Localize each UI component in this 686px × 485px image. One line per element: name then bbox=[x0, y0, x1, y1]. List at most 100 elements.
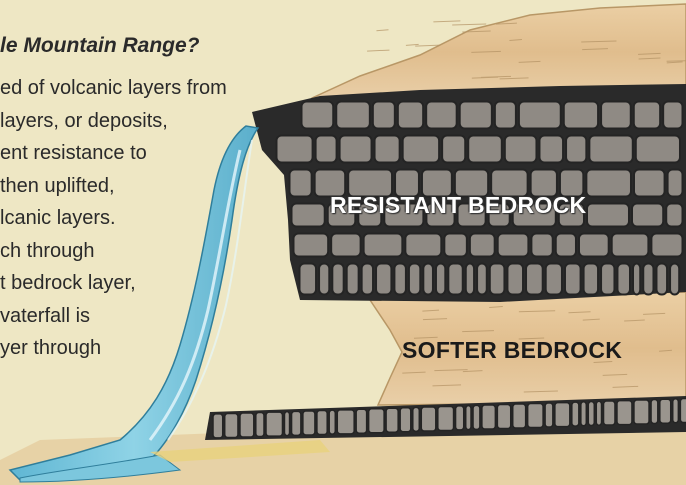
rock-block bbox=[643, 264, 653, 295]
rock-block bbox=[331, 234, 360, 257]
rock-block bbox=[336, 102, 370, 129]
rock-block bbox=[596, 401, 601, 425]
rock-block bbox=[673, 399, 679, 423]
rock-block bbox=[634, 400, 649, 424]
rock-block bbox=[666, 204, 682, 227]
rock-block bbox=[519, 102, 561, 129]
rock-block bbox=[634, 102, 660, 129]
body-line: t bedrock layer, bbox=[0, 267, 300, 300]
rock-block bbox=[566, 136, 586, 163]
rock-block bbox=[405, 234, 441, 257]
rock-block bbox=[256, 413, 264, 437]
sand-texture bbox=[367, 50, 389, 51]
rock-block bbox=[572, 402, 579, 426]
rock-block bbox=[302, 102, 334, 129]
rock-block bbox=[495, 102, 516, 129]
rock-block bbox=[617, 264, 630, 295]
rock-block bbox=[303, 411, 315, 435]
rock-block bbox=[601, 102, 631, 129]
rock-block bbox=[319, 264, 329, 295]
rock-block bbox=[369, 409, 384, 433]
body-line: then uplifted, bbox=[0, 170, 300, 203]
softer-bedrock-label: SOFTER BEDROCK bbox=[402, 337, 622, 364]
rock-block bbox=[539, 136, 563, 163]
rock-block bbox=[284, 412, 289, 436]
rock-block bbox=[670, 264, 679, 295]
rock-block bbox=[376, 264, 391, 295]
rock-block bbox=[468, 136, 502, 163]
rock-block bbox=[545, 403, 553, 427]
rock-block bbox=[438, 407, 454, 431]
rock-block bbox=[588, 402, 594, 426]
rock-block bbox=[660, 399, 671, 423]
sand-texture bbox=[376, 30, 388, 31]
rock-block bbox=[546, 264, 562, 295]
sand-texture bbox=[415, 45, 440, 46]
section-heading: le Mountain Range? bbox=[0, 34, 300, 58]
rock-block bbox=[564, 102, 598, 129]
rock-block bbox=[498, 234, 529, 257]
rock-block bbox=[444, 234, 467, 257]
body-line: lcanic layers. bbox=[0, 202, 300, 235]
rock-block bbox=[555, 403, 570, 427]
rock-block bbox=[317, 411, 327, 435]
rock-block bbox=[400, 408, 411, 432]
rock-block bbox=[448, 264, 462, 295]
rock-block bbox=[617, 401, 632, 425]
body-line: vaterfall is bbox=[0, 300, 300, 333]
rock-block bbox=[528, 404, 543, 428]
rock-block bbox=[386, 408, 398, 432]
rock-block bbox=[375, 136, 400, 163]
rock-block bbox=[240, 413, 254, 437]
body-line: ent resistance to bbox=[0, 137, 300, 170]
rock-block bbox=[413, 407, 420, 431]
rock-block bbox=[556, 234, 576, 257]
rock-block bbox=[356, 409, 366, 433]
rock-block bbox=[292, 411, 301, 435]
rock-block bbox=[581, 402, 586, 426]
rock-block bbox=[565, 264, 581, 295]
rock-block bbox=[266, 412, 282, 436]
rock-block bbox=[347, 264, 359, 295]
rock-block bbox=[531, 234, 552, 257]
rock-block bbox=[362, 264, 373, 295]
rock-block bbox=[436, 264, 445, 295]
rock-block bbox=[426, 102, 457, 129]
rock-block bbox=[584, 264, 598, 295]
rock-block bbox=[423, 264, 433, 295]
sand-texture bbox=[406, 44, 419, 45]
rock-block bbox=[526, 264, 543, 295]
rock-block bbox=[636, 136, 680, 163]
rock-block bbox=[490, 264, 505, 295]
rock-block bbox=[612, 234, 649, 257]
rock-block bbox=[213, 414, 223, 438]
rock-block bbox=[460, 102, 492, 129]
sand-texture bbox=[433, 21, 460, 22]
rock-block bbox=[680, 399, 686, 423]
rock-block bbox=[604, 401, 615, 425]
rock-block bbox=[373, 102, 395, 129]
rock-block bbox=[505, 136, 537, 163]
rock-block bbox=[651, 234, 682, 257]
rock-block bbox=[513, 404, 526, 428]
rock-block bbox=[421, 407, 436, 431]
body-line: ch through bbox=[0, 235, 300, 268]
rock-block bbox=[482, 405, 495, 429]
rock-block bbox=[507, 264, 523, 295]
body-line: layers, or deposits, bbox=[0, 105, 300, 138]
rock-block bbox=[634, 170, 665, 197]
rock-block bbox=[587, 204, 629, 227]
rock-block bbox=[497, 405, 510, 429]
rock-block bbox=[332, 264, 343, 295]
rock-block bbox=[316, 136, 337, 163]
sand-texture bbox=[452, 24, 486, 25]
body-line: ed of volcanic layers from bbox=[0, 72, 300, 105]
rock-block bbox=[466, 406, 471, 430]
rock-block bbox=[398, 102, 423, 129]
rock-block bbox=[477, 264, 487, 295]
rock-block bbox=[473, 405, 480, 429]
rock-block bbox=[409, 264, 420, 295]
rock-block bbox=[329, 410, 335, 434]
rock-block bbox=[225, 414, 238, 438]
rock-block bbox=[586, 170, 631, 197]
